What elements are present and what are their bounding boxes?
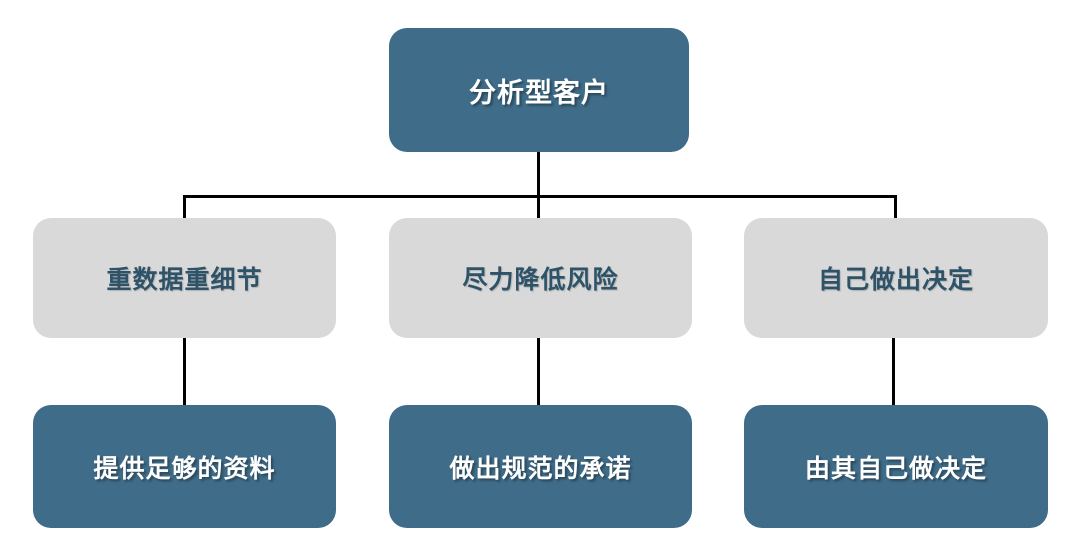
connector-trait-action-right [892,338,895,405]
node-action-right: 由其自己做决定 [744,405,1048,528]
node-action-right-label: 由其自己做决定 [804,454,987,483]
node-trait-right: 自己做出决定 [744,218,1048,338]
node-action-left-label: 提供足够的资料 [93,454,276,483]
connector-trait-action-left [183,338,186,405]
node-action-mid-label: 做出规范的承诺 [449,454,632,483]
connector-horizontal-bar [183,195,897,198]
connector-drop-right [894,195,897,218]
node-action-mid: 做出规范的承诺 [389,405,692,528]
node-trait-mid-label: 尽力降低风险 [462,266,619,294]
connector-drop-left [183,195,186,218]
node-root: 分析型客户 [389,28,689,152]
node-trait-mid: 尽力降低风险 [389,218,692,338]
node-trait-right-label: 自己做出决定 [817,266,974,294]
connector-root-stem [537,152,540,218]
node-root-label: 分析型客户 [469,77,609,108]
node-trait-left: 重数据重细节 [33,218,336,338]
node-trait-left-label: 重数据重细节 [106,266,263,294]
node-action-left: 提供足够的资料 [33,405,336,528]
connector-trait-action-mid [537,338,540,405]
